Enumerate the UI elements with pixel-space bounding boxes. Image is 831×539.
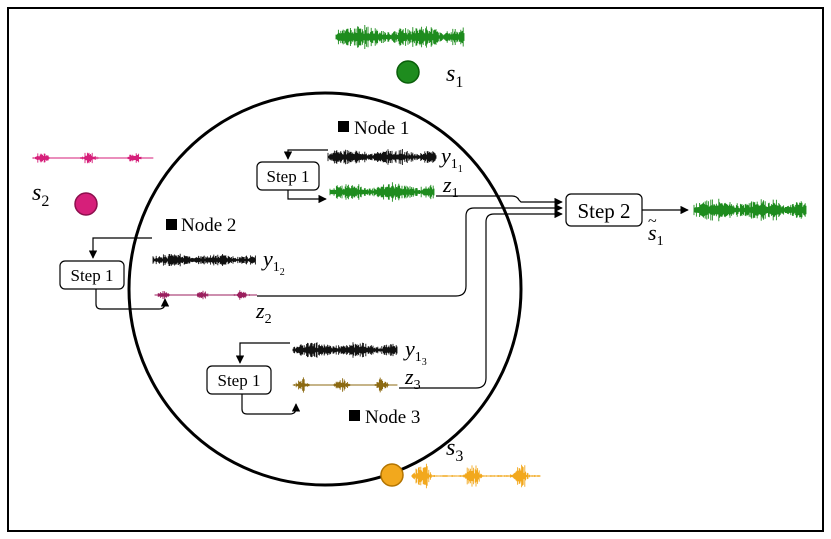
node-1-marker bbox=[338, 121, 349, 132]
node-1-label: Node 1 bbox=[354, 118, 409, 139]
node-3-z-waveform bbox=[292, 377, 398, 393]
node-3-label: Node 3 bbox=[365, 407, 420, 428]
waveform-trace bbox=[335, 25, 465, 49]
node-2-step1-label: Step 1 bbox=[71, 266, 114, 285]
node-3-mixture-waveform bbox=[292, 342, 398, 358]
waveform-trace bbox=[32, 152, 154, 164]
node-2-arrow-out bbox=[95, 289, 170, 310]
waveform-trace bbox=[152, 253, 256, 267]
node-3-y-label: y13 bbox=[403, 336, 427, 368]
node-1-z-label: z1 bbox=[442, 172, 459, 201]
source-s3-marker bbox=[380, 463, 404, 487]
waveform-trace bbox=[292, 342, 398, 358]
waveform-trace bbox=[411, 463, 541, 489]
node-2-z-label: z2 bbox=[255, 298, 272, 327]
node-2-label: Node 2 bbox=[181, 215, 236, 236]
step2-label: Step 2 bbox=[577, 199, 630, 223]
node-1-step1-label: Step 1 bbox=[267, 167, 310, 186]
source-s2-marker bbox=[74, 192, 98, 216]
node-3-z-label: z3 bbox=[404, 364, 421, 393]
source-s3-label: s3 bbox=[446, 435, 463, 465]
node-3-arrow-out bbox=[241, 394, 301, 415]
source-s2-waveform bbox=[32, 152, 154, 164]
node-1: Node 1 y11 Step 1 z1 bbox=[256, 118, 463, 204]
node-1-arrow-out bbox=[287, 190, 327, 204]
source-s1-waveform bbox=[335, 25, 465, 49]
node-1-mixture-waveform bbox=[327, 149, 437, 165]
node-3-arrow-in bbox=[235, 342, 290, 364]
source-s1: s1 bbox=[335, 25, 465, 91]
source-s2-label: s2 bbox=[32, 180, 49, 210]
node-3-step1-box bbox=[206, 365, 272, 395]
node-2-marker bbox=[166, 219, 177, 230]
node-3: y13 Step 1 z3 Node 3 bbox=[206, 336, 427, 428]
node-2-step1-box bbox=[59, 260, 125, 290]
source-s3-waveform bbox=[411, 463, 541, 489]
node-region-circle bbox=[127, 91, 523, 487]
node-1-arrow-in bbox=[283, 149, 328, 160]
node-2-mixture-waveform bbox=[152, 253, 256, 267]
node-3-marker bbox=[349, 410, 360, 421]
source-s3: s3 bbox=[380, 435, 541, 489]
output-s1-accent: ~ bbox=[648, 213, 657, 230]
source-s1-marker bbox=[396, 60, 420, 84]
outer-frame bbox=[7, 7, 824, 532]
node-1-z-waveform bbox=[329, 182, 435, 202]
output-s1-waveform bbox=[693, 198, 807, 222]
z1-to-step2-line bbox=[436, 195, 563, 207]
waveform-trace bbox=[154, 290, 258, 300]
node-2-arrow-in bbox=[88, 237, 152, 259]
z3-to-step2-line bbox=[399, 209, 563, 389]
node-2-z-waveform bbox=[154, 290, 258, 300]
output-s1-label: s1 bbox=[648, 220, 664, 249]
node-1-y-label: y11 bbox=[439, 143, 463, 175]
waveform-trace bbox=[693, 198, 807, 222]
source-s2: s2 bbox=[32, 152, 154, 216]
node-2-y-label: y12 bbox=[261, 246, 285, 278]
node-2: Node 2 y12 Step 1 z2 bbox=[59, 215, 285, 327]
source-s1-label: s1 bbox=[446, 61, 463, 91]
waveform-trace bbox=[329, 182, 435, 202]
waveform-trace bbox=[327, 149, 437, 165]
z2-to-step2-line bbox=[257, 203, 563, 297]
node-3-step1-label: Step 1 bbox=[218, 371, 261, 390]
waveform-trace bbox=[292, 377, 398, 393]
